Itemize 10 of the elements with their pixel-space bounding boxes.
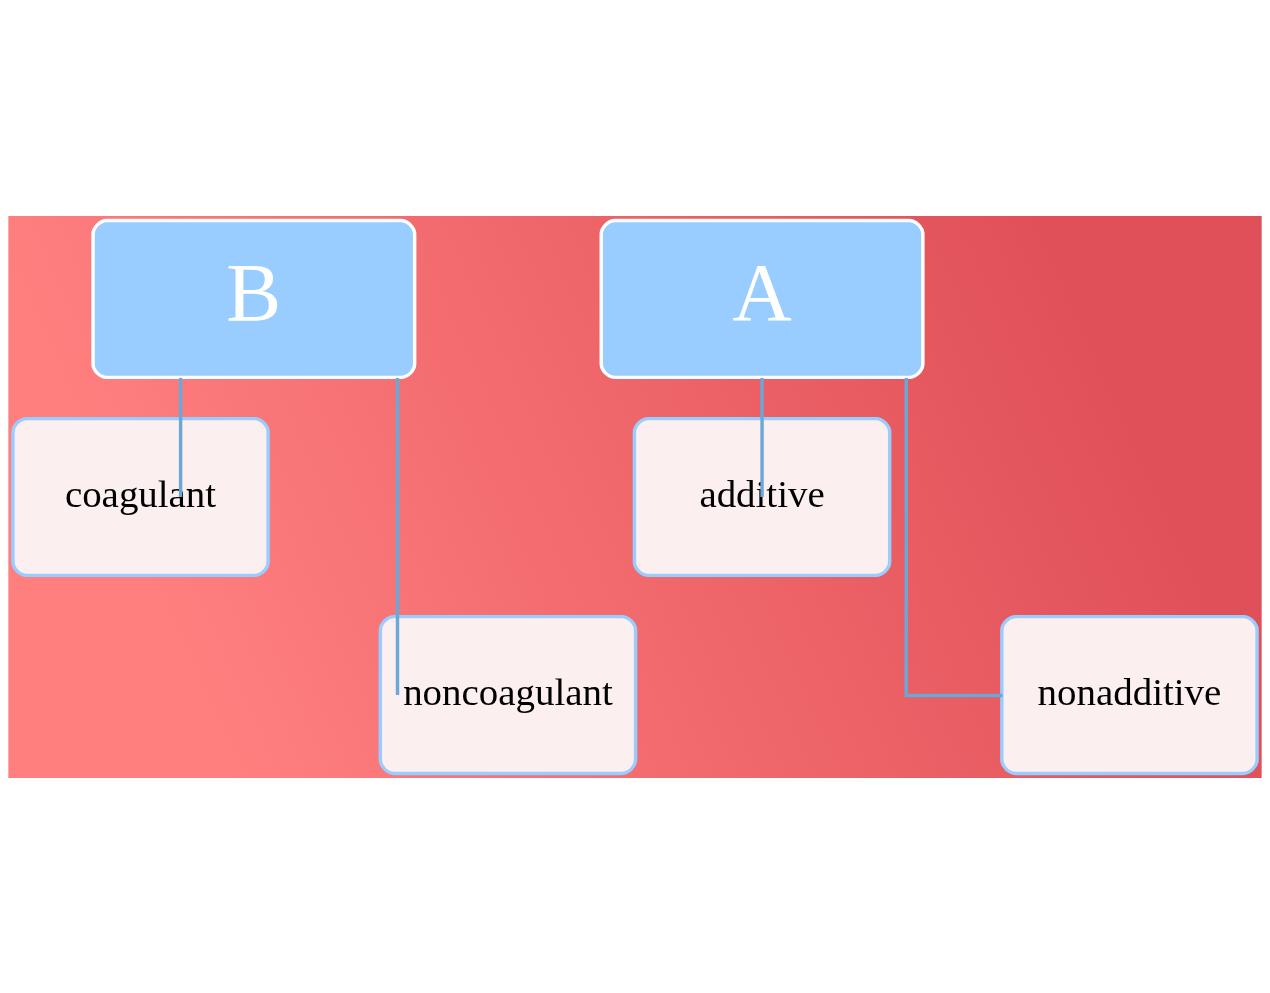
node-box: B bbox=[91, 218, 417, 379]
node-box: A bbox=[599, 218, 925, 379]
node-box: additive bbox=[632, 416, 892, 577]
connector bbox=[395, 377, 400, 695]
connector bbox=[904, 377, 1003, 697]
connector bbox=[760, 377, 764, 497]
node-box: nonadditive bbox=[1000, 614, 1259, 775]
connector bbox=[178, 377, 183, 497]
node-box: noncoagulant bbox=[378, 614, 638, 775]
node-box: coagulant bbox=[11, 416, 270, 577]
